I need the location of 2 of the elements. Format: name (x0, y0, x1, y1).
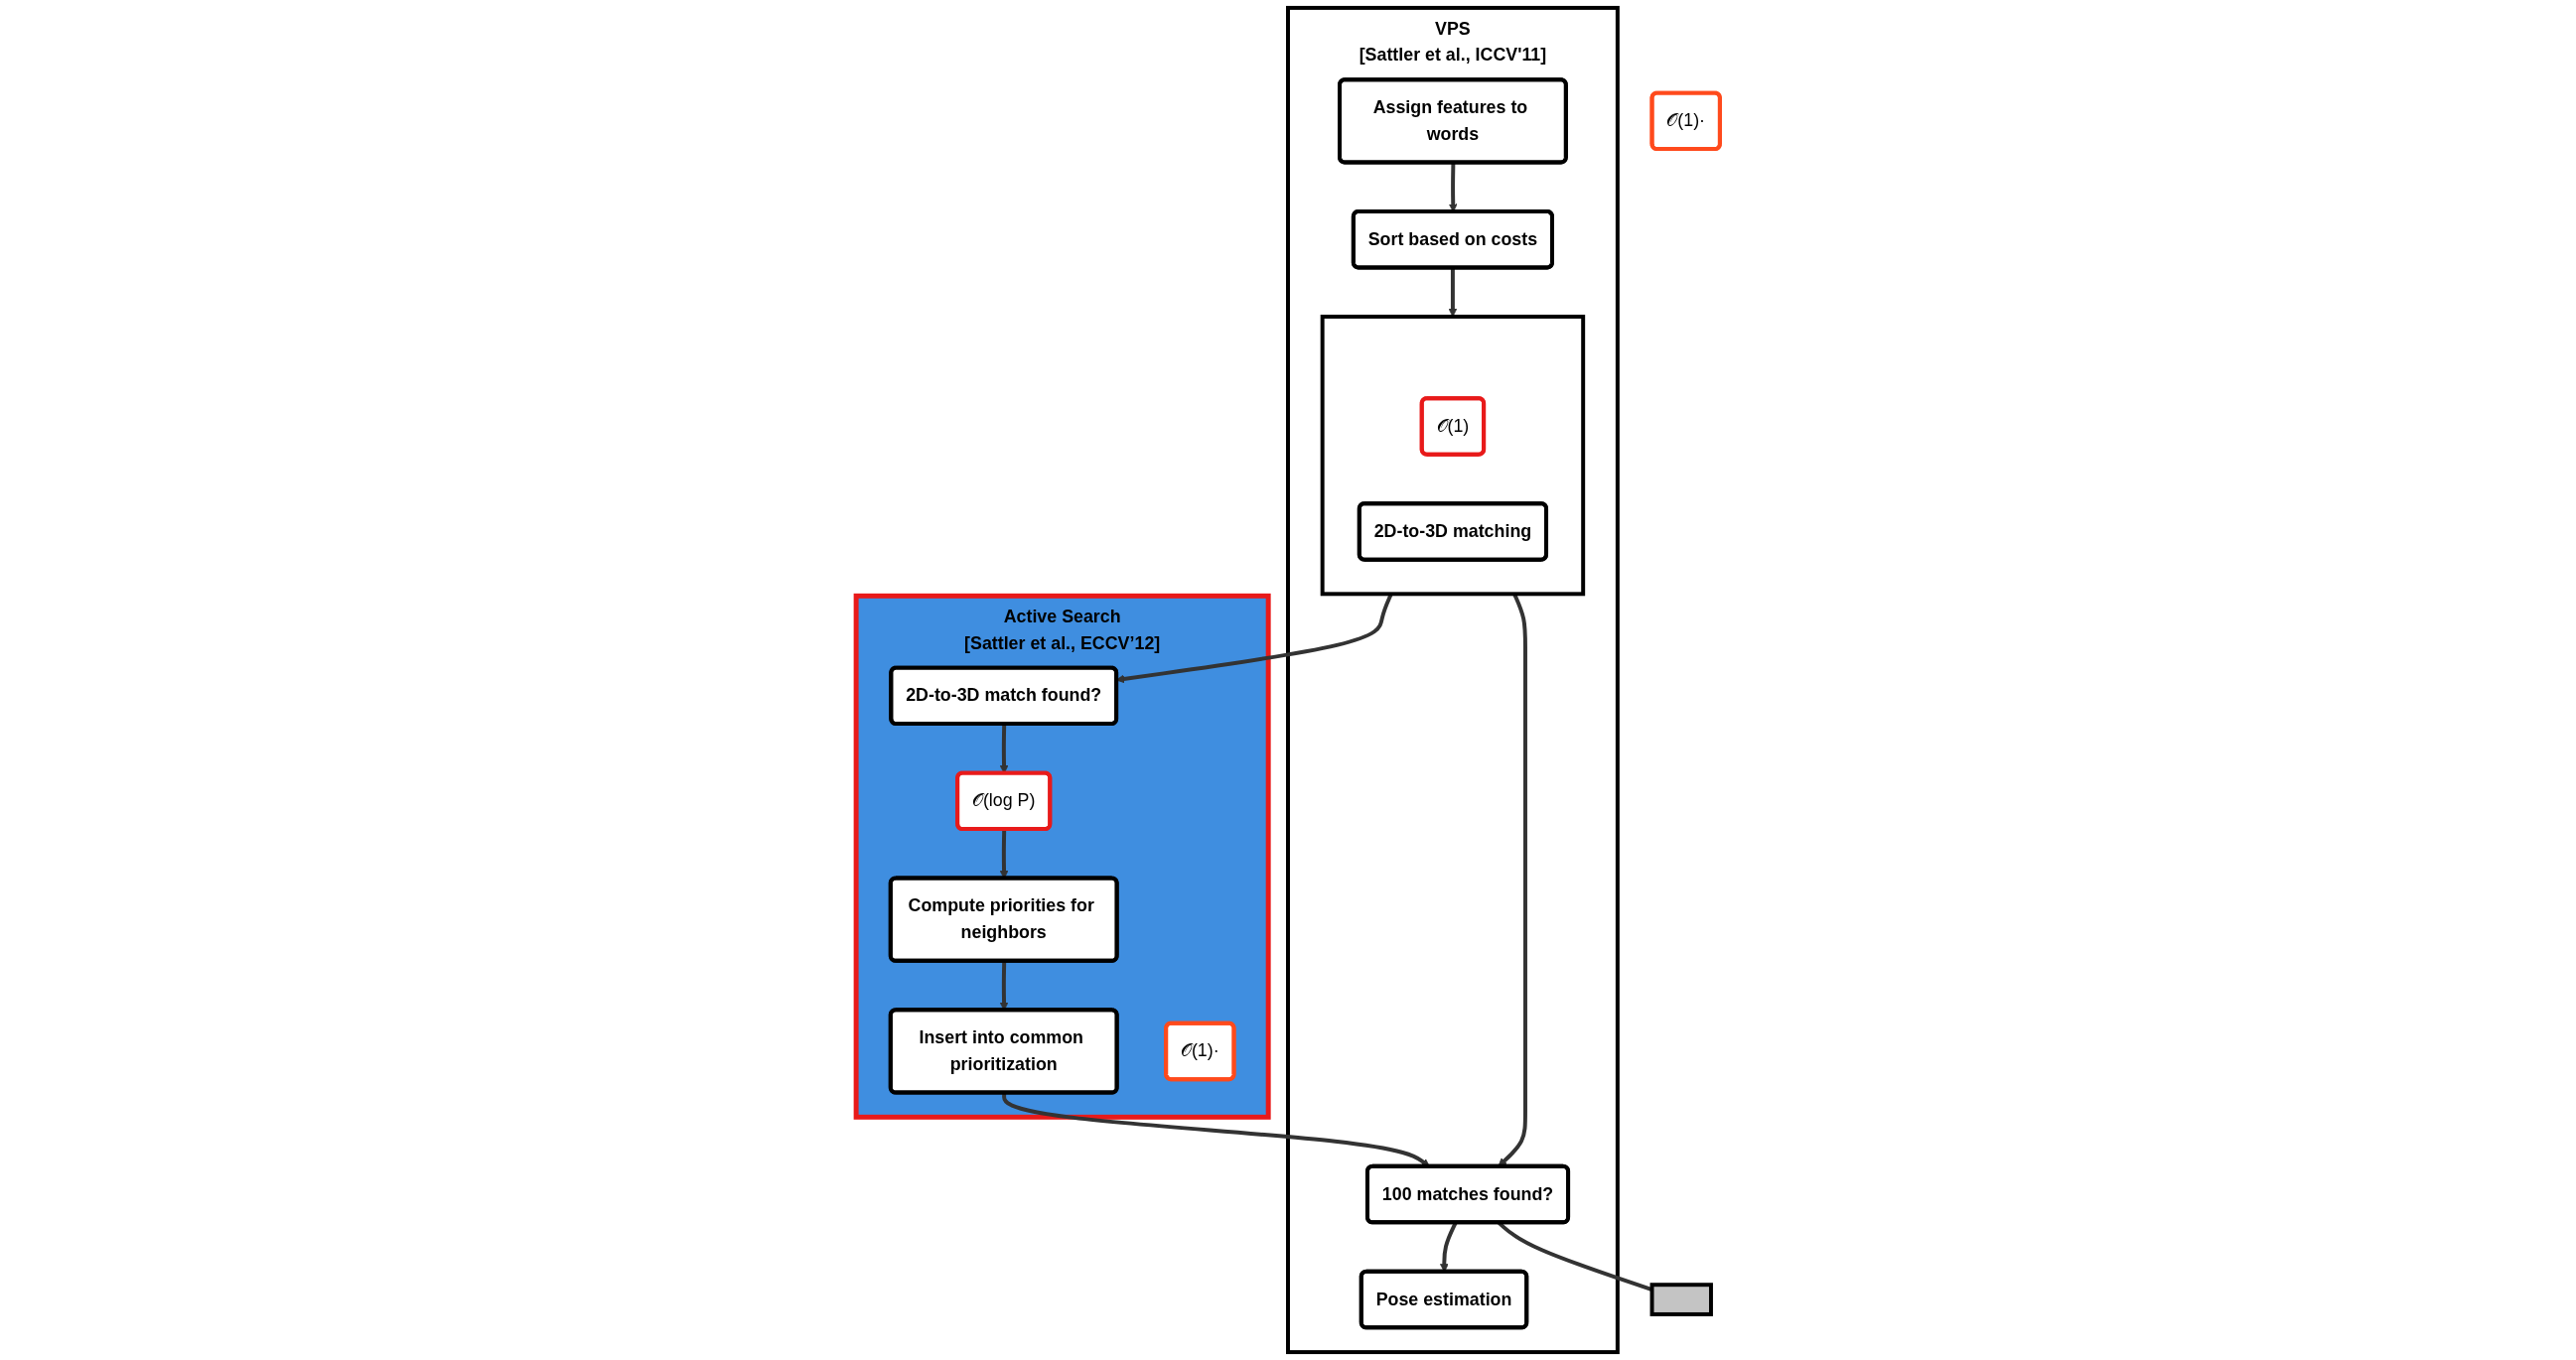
node-box (1649, 1283, 1713, 1316)
cluster (1320, 315, 1586, 597)
